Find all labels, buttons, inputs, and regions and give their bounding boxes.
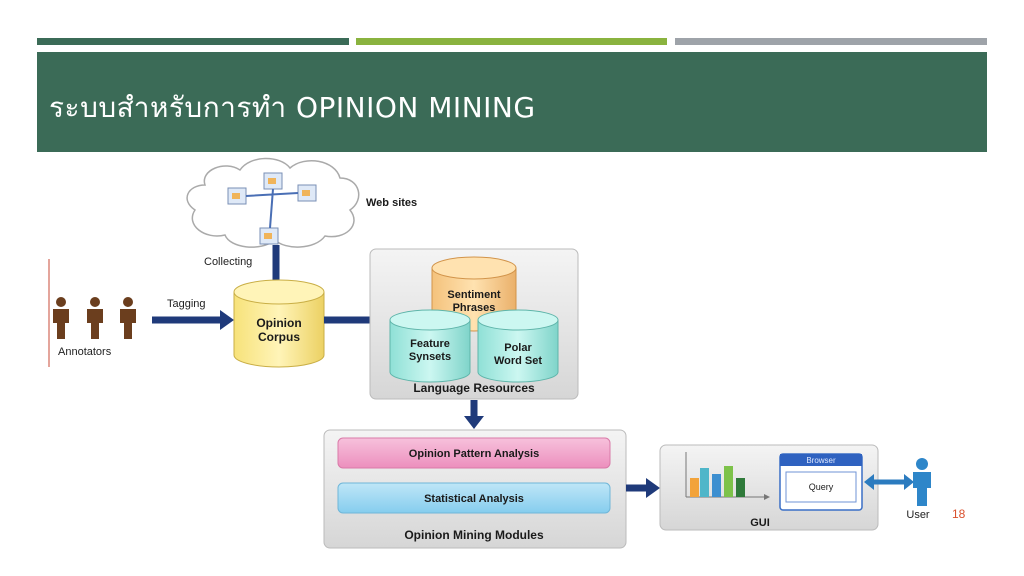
title-band: ระบบสำหรับการทำ OPINION MINING — [37, 52, 987, 152]
query-label: Query — [809, 482, 834, 492]
tagging-label: Tagging — [167, 298, 206, 310]
polar-label-line2: Word Set — [494, 355, 542, 367]
query-panel — [785, 471, 857, 503]
tagging-arrowhead — [220, 310, 234, 330]
accent-bar-dark-green — [37, 38, 349, 45]
opinion-corpus-label-line1: Opinion — [256, 316, 301, 330]
polar-word-set-cylinder — [477, 309, 559, 383]
page-number: 18 — [952, 507, 966, 521]
language-resources-label: Language Resources — [413, 381, 535, 395]
bar-chart-icon — [685, 452, 770, 500]
statistical-analysis-label: Statistical Analysis — [424, 493, 524, 505]
user-label: User — [906, 509, 930, 521]
web-sites-label: Web sites — [366, 197, 417, 209]
gui-label: GUI — [750, 517, 770, 529]
opinion-corpus-cylinder — [233, 279, 325, 368]
browser-titlebar — [780, 454, 862, 466]
annotators-label: Annotators — [58, 346, 112, 358]
double-arrow-right-head — [904, 474, 914, 490]
user-icon — [913, 458, 931, 506]
accent-bar-gray — [675, 38, 987, 45]
statistical-analysis-bar — [337, 482, 611, 514]
web-sites-cloud — [186, 157, 360, 248]
feature-synsets-cylinder — [389, 309, 471, 383]
opinion-pattern-analysis-bar — [337, 437, 611, 469]
slide-title: ระบบสำหรับการทำ OPINION MINING — [49, 91, 536, 124]
polar-label-line1: Polar — [504, 342, 532, 354]
opinion-corpus-label-line2: Corpus — [258, 330, 300, 344]
opinion-pattern-analysis-label: Opinion Pattern Analysis — [409, 448, 539, 460]
annotators-icon — [53, 297, 136, 339]
modules-to-gui-arrowhead — [646, 478, 660, 498]
browser-label: Browser — [806, 456, 836, 465]
feature-label-line1: Feature — [410, 338, 450, 350]
sentiment-label-line2: Phrases — [453, 302, 496, 314]
accent-bar-light-green — [356, 38, 667, 45]
opinion-mining-modules-label: Opinion Mining Modules — [404, 528, 544, 542]
double-arrow-left-head — [864, 474, 874, 490]
resources-to-modules-arrowhead — [464, 416, 484, 429]
sentiment-label-line1: Sentiment — [447, 289, 501, 301]
feature-label-line2: Synsets — [409, 351, 451, 363]
collecting-label: Collecting — [204, 256, 252, 268]
